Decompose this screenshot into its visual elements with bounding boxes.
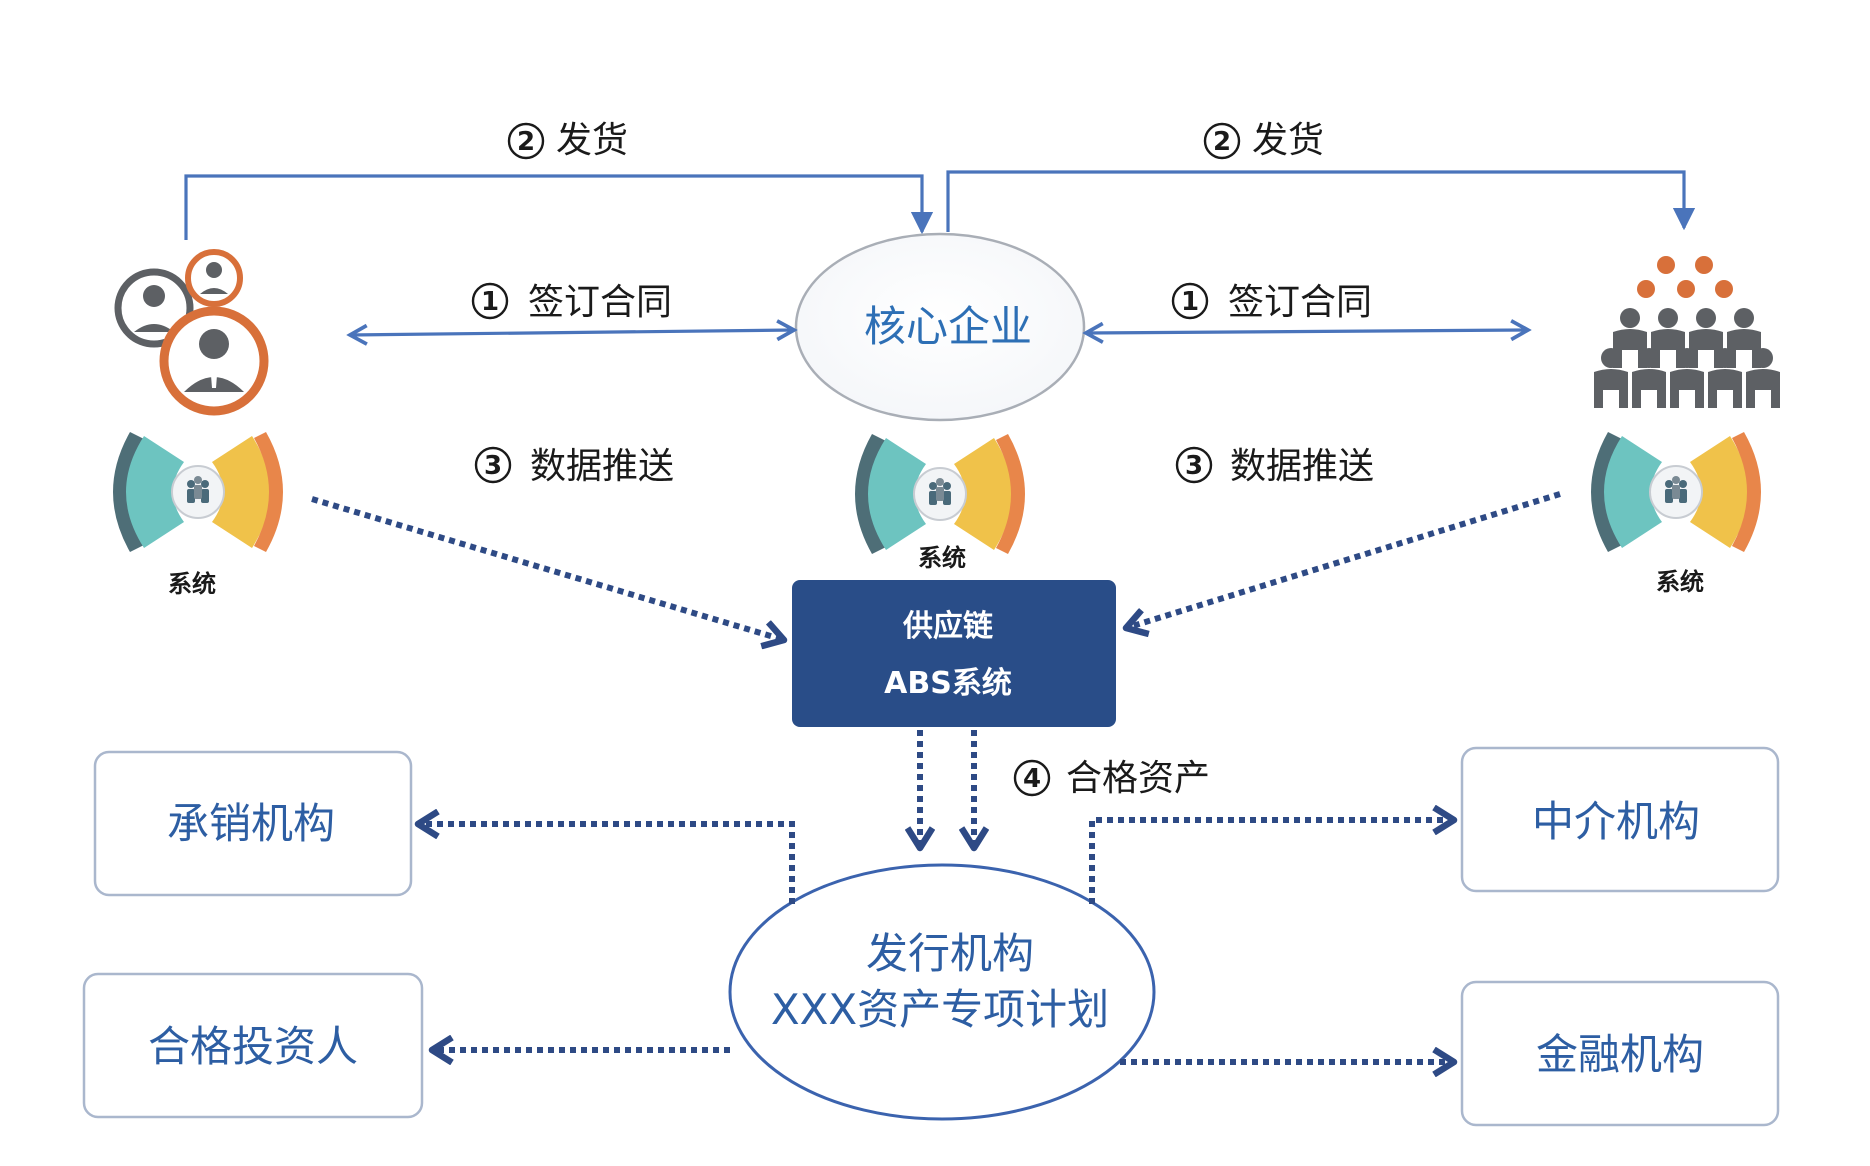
ship-line-right	[946, 170, 1696, 232]
push-label-right: 3 数据推送	[1175, 446, 1374, 487]
underwriter-box	[93, 750, 413, 897]
svg-text:发货: 发货	[1252, 120, 1324, 161]
qualified-label: 4 合格资产	[1013, 758, 1210, 799]
system-label-right: 系统	[1656, 568, 1704, 596]
connector-underwriter	[418, 824, 795, 904]
investor-label: 合格投资人	[148, 1022, 358, 1071]
issuer-label-line1: 发行机构	[866, 929, 1034, 978]
ship-label-right: 2 发货	[1203, 120, 1324, 161]
svg-text:3: 3	[484, 451, 502, 481]
svg-text:2: 2	[1213, 127, 1231, 157]
svg-text:1: 1	[481, 287, 499, 317]
ship-line-left	[184, 174, 934, 240]
svg-text:签订合同: 签订合同	[1228, 282, 1372, 323]
issuer-label-line2: XXX资产专项计划	[771, 985, 1109, 1034]
system-fan-icon-left	[112, 431, 284, 553]
contract-arrow-left	[350, 330, 794, 335]
svg-text:数据推送: 数据推送	[1230, 446, 1374, 487]
issuer-node	[728, 863, 1156, 1121]
business-people-group-icon	[114, 249, 269, 416]
core-enterprise-label: 核心企业	[864, 302, 1032, 351]
financial-box	[1460, 980, 1780, 1127]
contract-label-left: 1 签订合同	[471, 282, 672, 323]
abs-label-line1: 供应链	[902, 609, 993, 644]
push-label-left: 3 数据推送	[474, 446, 674, 487]
svg-text:3: 3	[1185, 451, 1203, 481]
ship-label-left: 2 发货	[507, 120, 628, 161]
intermediary-box	[1460, 746, 1780, 893]
svg-text:1: 1	[1181, 287, 1199, 317]
crowd-group-icon	[1594, 256, 1780, 408]
investor-box	[82, 972, 424, 1119]
push-arrow-right	[1126, 491, 1561, 628]
intermediary-label: 中介机构	[1532, 797, 1700, 846]
svg-text:合格资产: 合格资产	[1066, 758, 1210, 799]
system-label-center: 系统	[918, 544, 966, 572]
svg-text:发货: 发货	[556, 120, 628, 161]
system-fan-icon-center	[854, 433, 1026, 555]
svg-text:数据推送: 数据推送	[530, 446, 674, 487]
system-fan-icon-right	[1590, 431, 1762, 553]
push-arrow-left	[311, 496, 784, 640]
financial-label: 金融机构	[1536, 1030, 1704, 1079]
svg-text:2: 2	[517, 127, 535, 157]
svg-text:4: 4	[1023, 764, 1041, 794]
connector-intermediary	[1089, 820, 1454, 904]
abs-label-line2: ABS系统	[884, 666, 1012, 701]
system-label-left: 系统	[168, 570, 216, 598]
contract-arrow-right	[1086, 330, 1528, 333]
contract-label-right: 1 签订合同	[1171, 282, 1372, 323]
svg-text:签订合同: 签订合同	[528, 282, 672, 323]
underwriter-label: 承销机构	[167, 799, 335, 848]
abs-system-box	[792, 580, 1116, 727]
